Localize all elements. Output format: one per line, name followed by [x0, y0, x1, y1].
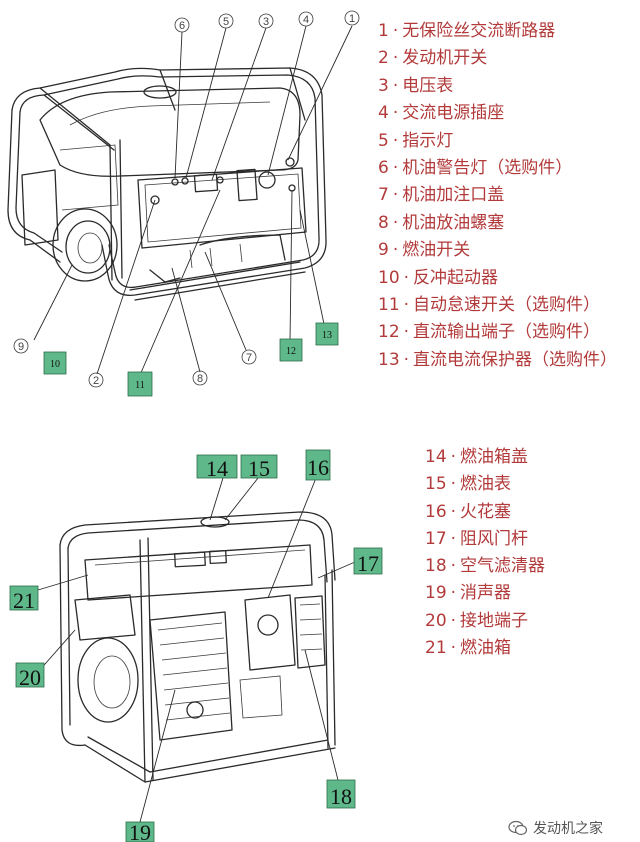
- callout-12-label: 12: [286, 346, 296, 357]
- callout-15-label: 15: [248, 456, 270, 481]
- callout-18: 18: [326, 779, 356, 809]
- callout-9-label: 9: [18, 341, 24, 353]
- callout-19-label: 19: [129, 820, 151, 842]
- legend-item-6: 6·机油警告灯（选购件）: [378, 157, 573, 178]
- callout-8-label: 8: [197, 373, 203, 385]
- legend-item-11: 11·自动怠速开关（选购件）: [378, 294, 601, 315]
- callout-4: 4: [298, 11, 314, 27]
- legend-item-9: 9·燃油开关: [378, 240, 471, 261]
- callout-16: 16: [305, 449, 331, 481]
- legend-item-21: 21·燃油箱: [425, 638, 512, 659]
- generator-top-drawing: [7, 67, 327, 301]
- callout-19: 19: [125, 820, 155, 842]
- callout-20-label: 20: [19, 665, 41, 690]
- legend-item-13: 13·直流电流保护器（选购件）: [378, 349, 618, 370]
- generator-bottom-drawing: [59, 511, 336, 783]
- legend-item-18: 18·空气滤清器: [425, 556, 546, 577]
- callout-10: 10: [43, 351, 67, 375]
- top-box-callouts: 10 11 12 13: [43, 322, 339, 397]
- legend-item-16: 16·火花塞: [425, 501, 512, 522]
- callout-13-label: 13: [322, 330, 332, 341]
- callout-6-label: 6: [179, 20, 185, 32]
- top-callouts: 1 2 3 4 5 6 7 8 9: [13, 10, 360, 388]
- callout-6: 6: [174, 17, 190, 33]
- callout-14: 14: [196, 454, 238, 481]
- callout-3-label: 3: [263, 16, 269, 28]
- legend-item-2: 2·发动机开关: [378, 48, 488, 69]
- callout-9: 9: [13, 338, 29, 354]
- callout-1-label: 1: [349, 13, 355, 25]
- wechat-icon: [508, 820, 528, 836]
- callout-14-label: 14: [206, 456, 228, 481]
- legend-item-3: 3·电压表: [378, 75, 454, 96]
- callout-13: 13: [315, 322, 339, 346]
- callout-5-label: 5: [223, 16, 229, 28]
- watermark-text: 发动机之家: [533, 821, 603, 837]
- callout-21-label: 21: [13, 588, 35, 613]
- top-leader-lines: [33, 25, 353, 376]
- legend-item-8: 8·机油放油螺塞: [378, 212, 505, 233]
- callout-1: 1: [344, 10, 360, 26]
- callout-18-label: 18: [330, 784, 352, 809]
- callout-8: 8: [192, 370, 208, 386]
- bottom-box-callouts: 14 15 16 17 18 19 20 21: [9, 449, 383, 842]
- legend-item-15: 15·燃油表: [425, 474, 512, 495]
- callout-15: 15: [240, 454, 278, 481]
- callout-2: 2: [88, 372, 104, 388]
- legend-item-20: 20·接地端子: [425, 610, 529, 631]
- callout-20: 20: [15, 662, 45, 690]
- callout-11-label: 11: [135, 380, 145, 391]
- callout-10-label: 10: [50, 359, 60, 370]
- callout-11: 11: [127, 371, 153, 397]
- legend-item-10: 10·反冲起动器: [378, 267, 499, 288]
- callout-21: 21: [9, 585, 39, 613]
- callout-17: 17: [353, 547, 383, 576]
- legend-item-4: 4·交流电源插座: [378, 103, 505, 124]
- legend-item-5: 5·指示灯: [378, 130, 454, 151]
- watermark: 发动机之家: [508, 818, 603, 838]
- callout-16-label: 16: [307, 455, 329, 480]
- bottom-legend: 14·燃油箱盖 15·燃油表 16·火花塞 17·阻风门杆 18·空气滤清器 1…: [425, 444, 545, 662]
- callout-3: 3: [258, 13, 274, 29]
- bottom-leader-lines: [37, 477, 356, 823]
- legend-item-1: 1·无保险丝交流断路器: [378, 21, 556, 41]
- callout-7: 7: [241, 349, 257, 365]
- callout-2-label: 2: [93, 375, 99, 387]
- callout-17-label: 17: [357, 551, 379, 576]
- callout-5: 5: [218, 13, 234, 29]
- legend-item-17: 17·阻风门杆: [425, 528, 529, 549]
- callout-12: 12: [279, 338, 303, 362]
- legend-item-14: 14·燃油箱盖: [425, 447, 529, 467]
- top-legend: 1·无保险丝交流断路器 2·发动机开关 3·电压表 4·交流电源插座 5·指示灯…: [378, 18, 617, 374]
- callout-7-label: 7: [246, 352, 252, 364]
- legend-item-7: 7·机油加注口盖: [378, 185, 505, 206]
- legend-item-12: 12·直流输出端子（选购件）: [378, 322, 601, 343]
- callout-4-label: 4: [303, 14, 309, 26]
- legend-item-19: 19·消声器: [425, 583, 512, 604]
